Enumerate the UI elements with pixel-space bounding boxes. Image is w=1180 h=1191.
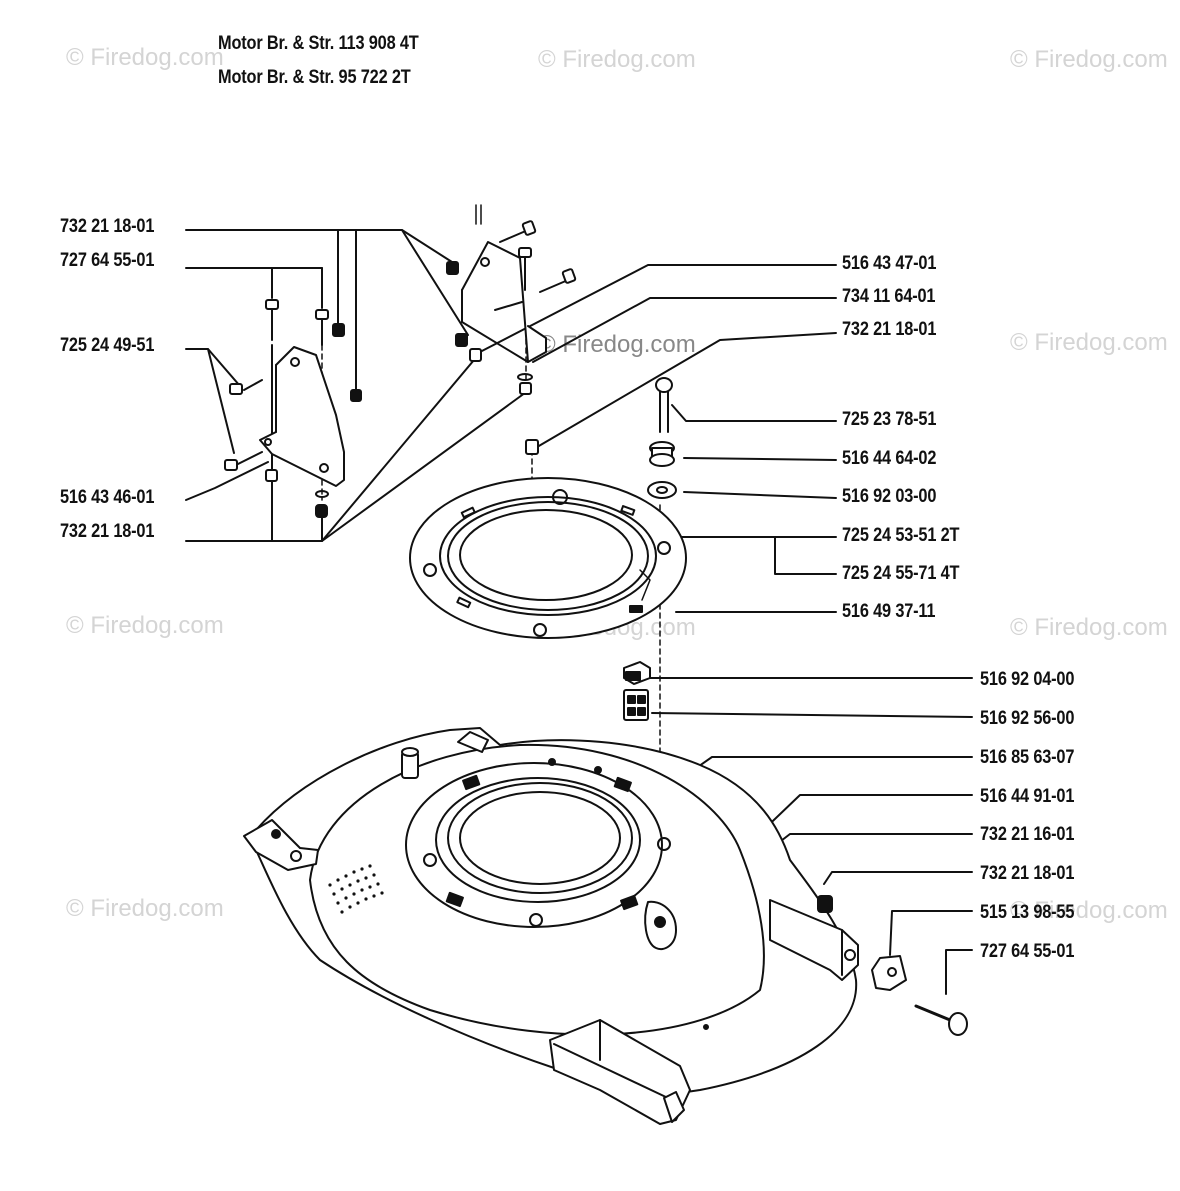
upper-bracket <box>446 204 577 395</box>
part-label: 732 21 18-01 <box>60 521 155 542</box>
engine-title-2t: Motor Br. & Str. 95 722 2T <box>218 67 411 88</box>
part-label: 732 21 18-01 <box>980 863 1075 884</box>
part-label: 725 24 49-51 <box>60 335 155 356</box>
watermark: © Firedog.com <box>66 612 224 639</box>
part-label: 516 44 64-02 <box>842 448 937 469</box>
part-label: 727 64 55-01 <box>60 250 155 271</box>
part-label: 516 92 03-00 <box>842 486 937 507</box>
watermark: © Firedog.com <box>1010 329 1168 356</box>
part-label: 727 64 55-01 <box>980 941 1075 962</box>
part-label: 516 44 91-01 <box>980 786 1075 807</box>
part-label: 732 21 18-01 <box>60 216 155 237</box>
switch-parts <box>623 661 651 721</box>
ring-plate <box>409 477 687 639</box>
engine-title-4t: Motor Br. & Str. 113 908 4T <box>218 33 419 54</box>
part-label: 516 49 37-11 <box>842 601 936 622</box>
part-label: 725 23 78-51 <box>842 409 937 430</box>
leader-lines-left <box>185 229 530 542</box>
part-label: 516 43 46-01 <box>60 487 155 508</box>
part-label: 516 92 56-00 <box>980 708 1075 729</box>
part-label: 732 21 18-01 <box>842 319 937 340</box>
left-bracket <box>224 299 362 518</box>
watermark: © Firedog.com <box>66 895 224 922</box>
deck-hardware <box>644 895 968 1036</box>
watermark: © Firedog.com <box>538 46 696 73</box>
part-label: 725 24 55-71 4T <box>842 563 960 584</box>
mower-deck <box>243 727 859 1125</box>
watermark: © Firedog.com <box>1010 897 1168 924</box>
watermark: © Firedog.com <box>1010 614 1168 641</box>
part-label: 516 92 04-00 <box>980 669 1075 690</box>
part-label: 515 13 98-55 <box>980 902 1075 923</box>
part-label: 725 24 53-51 2T <box>842 525 960 546</box>
watermark: © Firedog.com <box>1010 46 1168 73</box>
part-label: 734 11 64-01 <box>842 286 936 307</box>
part-label: 516 85 63-07 <box>980 747 1075 768</box>
vent-holes <box>328 864 384 914</box>
leader-lines-right <box>477 264 973 995</box>
part-label: 732 21 16-01 <box>980 824 1075 845</box>
watermark: © Firedog.com <box>66 44 224 71</box>
part-label: 516 43 47-01 <box>842 253 937 274</box>
